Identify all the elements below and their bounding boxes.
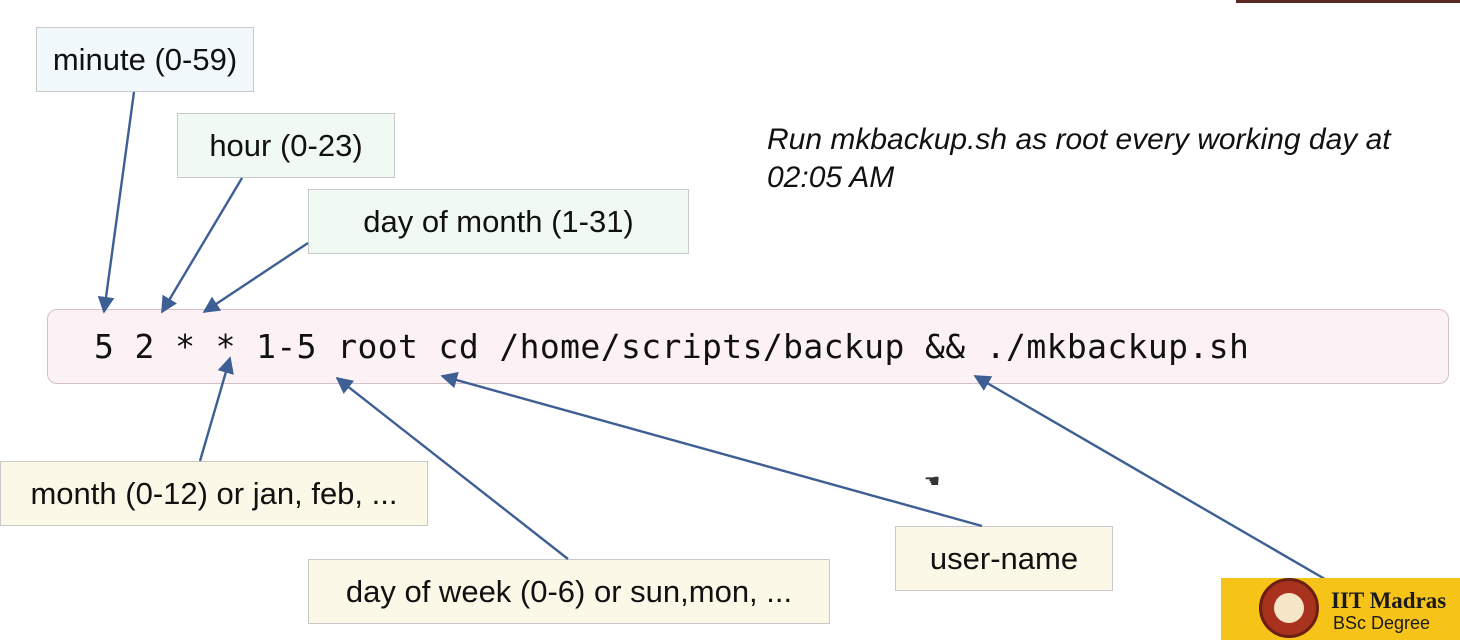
minute-arrow bbox=[97, 91, 136, 314]
hand-cursor-icon: ☚ bbox=[924, 471, 941, 491]
command-arrow bbox=[973, 374, 1331, 584]
user-name-arrow bbox=[440, 371, 983, 528]
day-of-month-arrow bbox=[202, 242, 309, 313]
minute-label-text: minute (0-59) bbox=[52, 41, 238, 77]
day-of-month-label-text: day of month (1-31) bbox=[363, 203, 634, 239]
video-overlay-strip bbox=[1236, 0, 1460, 3]
hour-label-text: hour (0-23) bbox=[209, 127, 363, 163]
minute-label: minute (0-59) bbox=[36, 27, 254, 92]
user-name-label-text: user-name bbox=[929, 540, 1079, 576]
day-of-month-label: day of month (1-31) bbox=[308, 189, 689, 254]
description-text: Run mkbackup.sh as root every working da… bbox=[767, 123, 1391, 194]
logo-title: IIT Madras bbox=[1331, 588, 1447, 613]
hour-label: hour (0-23) bbox=[177, 113, 395, 178]
cron-command-line: 5 2 * * 1-5 root cd /home/scripts/backup… bbox=[47, 309, 1449, 384]
user-name-label: user-name bbox=[895, 526, 1113, 591]
logo-subtitle: BSc Degree bbox=[1333, 613, 1431, 633]
iit-seal-icon bbox=[1259, 578, 1319, 638]
month-label: month (0-12) or jan, feb, ... bbox=[0, 461, 428, 526]
hour-arrow bbox=[160, 177, 244, 314]
month-arrow bbox=[198, 356, 234, 462]
month-label-text: month (0-12) or jan, feb, ... bbox=[30, 475, 398, 511]
day-of-week-label-text: day of week (0-6) or sun,mon, ... bbox=[345, 573, 793, 609]
iit-madras-logo: IIT Madras BSc Degree bbox=[1221, 578, 1460, 640]
day-of-week-arrow bbox=[335, 376, 569, 560]
day-of-week-label: day of week (0-6) or sun,mon, ... bbox=[308, 559, 830, 624]
